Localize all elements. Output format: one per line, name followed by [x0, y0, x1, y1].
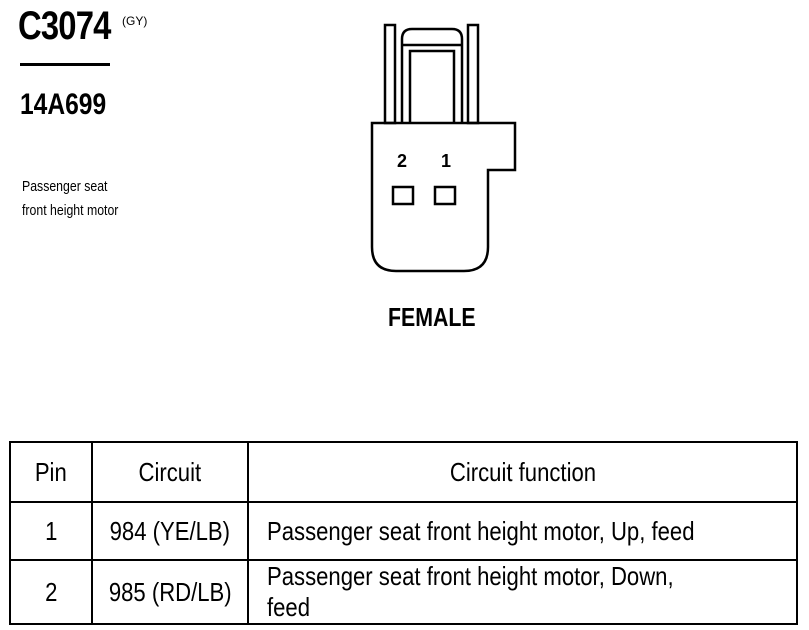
- connector-id-underline: [20, 63, 110, 66]
- connector-face-diagram: 2 1: [370, 23, 517, 273]
- pin-label-1: 1: [441, 151, 451, 171]
- part-number: 14A699: [20, 88, 107, 121]
- description-line-1: Passenger seat: [22, 178, 108, 195]
- color-code: (GY): [122, 14, 148, 28]
- header-circuit: Circuit: [91, 441, 249, 503]
- connector-id: C3074: [18, 4, 111, 48]
- latch-tab: [400, 27, 464, 123]
- table-header-row: Pin Circuit Circuit function: [9, 441, 798, 503]
- component-description: Passenger seat front height motor: [22, 175, 118, 223]
- cell-pin: 2: [9, 559, 93, 625]
- cell-circuit-function: Passenger seat front height motor, Down,…: [247, 559, 798, 625]
- cell-circuit: 985 (RD/LB): [91, 559, 249, 625]
- header-circuit-function: Circuit function: [247, 441, 798, 503]
- cell-circuit-function: Passenger seat front height motor, Up, f…: [247, 501, 798, 561]
- pin-cavity-2: [391, 185, 415, 206]
- pin-circuit-table: Pin Circuit Circuit function 1 984 (YE/L…: [9, 441, 798, 625]
- cell-circuit: 984 (YE/LB): [91, 501, 249, 561]
- table-row: 2 985 (RD/LB) Passenger seat front heigh…: [9, 559, 798, 625]
- latch-tab-inner: [408, 49, 456, 123]
- locking-rail-left: [383, 23, 397, 125]
- cell-pin: 1: [9, 501, 93, 561]
- connector-body-outline: [370, 121, 517, 273]
- connector-gender-label: FEMALE: [388, 302, 476, 332]
- description-line-2: front height motor: [22, 202, 119, 219]
- locking-rail-right: [466, 23, 480, 125]
- table-row: 1 984 (YE/LB) Passenger seat front heigh…: [9, 501, 798, 561]
- pin-cavity-1: [433, 185, 457, 206]
- header-pin: Pin: [9, 441, 93, 503]
- pin-label-2: 2: [397, 151, 407, 171]
